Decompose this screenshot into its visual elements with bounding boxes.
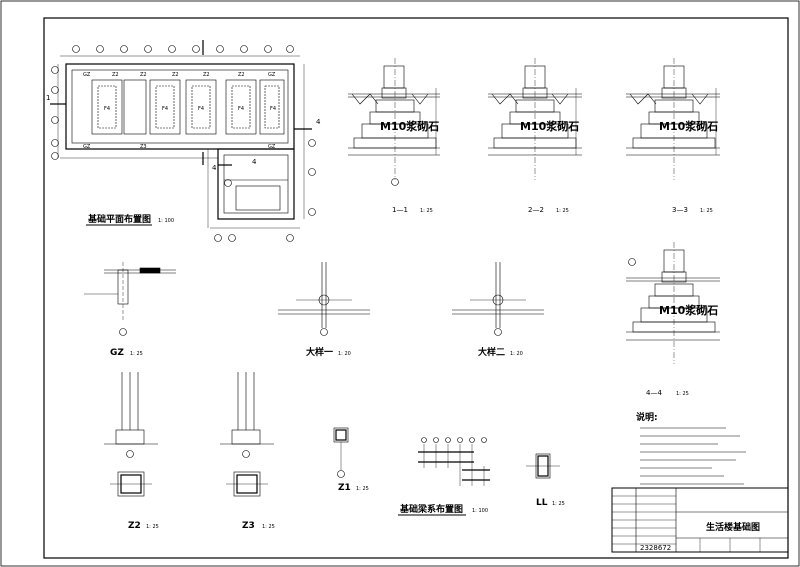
section-1-1-mortar: M10浆砌石 xyxy=(380,119,439,133)
plan-scale: 1: 100 xyxy=(158,218,174,224)
svg-text:F4: F4 xyxy=(104,106,110,112)
section-3-3-scale: 1: 25 xyxy=(700,208,713,214)
section-4-4-mortar: M10浆砌石 xyxy=(659,303,718,317)
sheet-title: 生活楼基础图 xyxy=(706,521,760,533)
section-3-3 xyxy=(626,58,720,180)
section-4-4 xyxy=(626,242,720,364)
z2-title: Z2 xyxy=(128,521,141,531)
svg-text:Z2: Z2 xyxy=(238,72,245,78)
beam-layout-title: 基础梁系布置图 xyxy=(399,503,463,515)
z2-scale: 1: 25 xyxy=(146,524,159,530)
foundation-plan: GZ Z2 Z2 Z2 Z2 Z2 GZ GZ Z3 GZ F4 F4 F4 F4 F4 xyxy=(50,40,316,242)
detail-1-scale: 1: 20 xyxy=(338,351,351,357)
section-4-4-scale: 1: 25 xyxy=(676,391,689,397)
section-2-2 xyxy=(488,58,582,180)
z3-detail xyxy=(220,372,274,497)
drawing-number: 2328672 xyxy=(640,544,671,552)
plan-title: 基础平面布置图 xyxy=(87,213,151,225)
svg-text:Z2: Z2 xyxy=(140,72,147,78)
notes-lines xyxy=(640,427,746,485)
section-1-1-scale: 1: 25 xyxy=(420,208,433,214)
detail-2-title: 大样二 xyxy=(478,346,505,358)
section-2-2-mortar: M10浆砌石 xyxy=(520,119,579,133)
section-4-4-title: 4—4 xyxy=(646,389,662,397)
section-3-3-mortar: M10浆砌石 xyxy=(659,119,718,133)
ll-detail xyxy=(526,453,560,479)
svg-text:GZ: GZ xyxy=(268,144,276,150)
detail-1 xyxy=(278,262,370,336)
detail-2-scale: 1: 20 xyxy=(510,351,523,357)
svg-text:F4: F4 xyxy=(162,106,168,112)
beam-layout-scale: 1: 100 xyxy=(472,508,488,514)
section-1-1-title: 1—1 xyxy=(392,206,408,214)
gz-detail xyxy=(84,262,176,336)
svg-text:F4: F4 xyxy=(270,106,276,112)
detail-2 xyxy=(452,262,544,336)
svg-text:GZ: GZ xyxy=(83,144,91,150)
svg-text:Z2: Z2 xyxy=(203,72,210,78)
ll-scale: 1: 25 xyxy=(552,501,565,507)
svg-text:Z3: Z3 xyxy=(140,144,147,150)
detail-1-title: 大样一 xyxy=(306,346,333,358)
gz-scale: 1: 25 xyxy=(130,351,143,357)
z3-scale: 1: 25 xyxy=(262,524,275,530)
plan-cut-label-1: 1 xyxy=(46,94,50,102)
z2-detail xyxy=(104,372,158,497)
notes-title: 说明: xyxy=(636,411,658,423)
svg-text:Z2: Z2 xyxy=(172,72,179,78)
z3-title: Z3 xyxy=(242,521,255,531)
svg-text:F4: F4 xyxy=(198,106,204,112)
section-2-2-title: 2—2 xyxy=(528,206,544,214)
beam-layout xyxy=(418,437,490,486)
svg-text:GZ: GZ xyxy=(268,72,276,78)
ll-title: LL xyxy=(536,498,548,508)
plan-zone-label-a: 4 xyxy=(212,164,217,172)
z1-scale: 1: 25 xyxy=(356,486,369,492)
title-block xyxy=(611,487,789,553)
plan-cut-label-4: 4 xyxy=(316,118,321,126)
section-1-1 xyxy=(348,58,440,186)
plan-zone-label-b: 4 xyxy=(252,158,257,166)
section-2-2-scale: 1: 25 xyxy=(556,208,569,214)
gz-title: GZ xyxy=(110,348,124,358)
svg-text:F4: F4 xyxy=(238,106,244,112)
z1-detail xyxy=(333,427,349,478)
inner-border xyxy=(43,17,789,559)
section-3-3-title: 3—3 xyxy=(672,206,688,214)
z1-title: Z1 xyxy=(338,483,351,493)
svg-text:GZ: GZ xyxy=(83,72,91,78)
svg-text:Z2: Z2 xyxy=(112,72,119,78)
